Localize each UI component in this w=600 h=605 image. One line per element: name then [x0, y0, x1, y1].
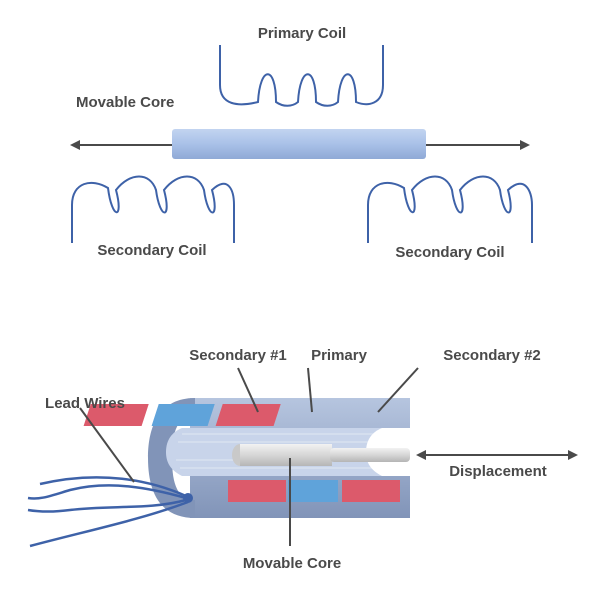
secondary-coil-left-label: Secondary Coil — [97, 242, 206, 259]
secondary-2-label: Secondary #2 — [443, 347, 541, 364]
lead-wire-exit — [183, 493, 193, 503]
primary-top-winding — [151, 404, 215, 426]
lead-wires-label: Lead Wires — [45, 395, 125, 412]
top-schematic: Primary Coil Movable Core Secondary Coil… — [70, 25, 533, 261]
primary-coil-label: Primary Coil — [258, 25, 346, 42]
primary-label: Primary — [311, 347, 368, 364]
movable-core-bar — [172, 129, 426, 159]
movable-core-label-top: Movable Core — [76, 94, 174, 111]
secondary-coil-left-icon — [71, 175, 235, 243]
secondary-coil-right-label: Secondary Coil — [395, 244, 504, 261]
movable-core-shaft — [330, 448, 410, 462]
cutaway-schematic: Secondary #1 Primary Secondary #2 Lead W… — [27, 347, 578, 572]
secondary-2-top-winding — [215, 404, 281, 426]
secondary-1-label: Secondary #1 — [189, 347, 287, 364]
secondary-1-bottom-winding — [228, 480, 286, 502]
movable-core-label-bottom: Movable Core — [243, 555, 341, 572]
movable-core-rod — [240, 444, 332, 466]
displacement-label: Displacement — [449, 463, 547, 480]
secondary-coil-right-icon — [367, 175, 533, 243]
secondary-2-bottom-winding — [342, 480, 400, 502]
secondary-1-top-winding — [83, 404, 149, 426]
leader-lines — [79, 367, 419, 546]
primary-bottom-winding — [288, 480, 338, 502]
lead-wires-icon — [27, 476, 189, 548]
primary-coil-icon — [219, 45, 384, 107]
